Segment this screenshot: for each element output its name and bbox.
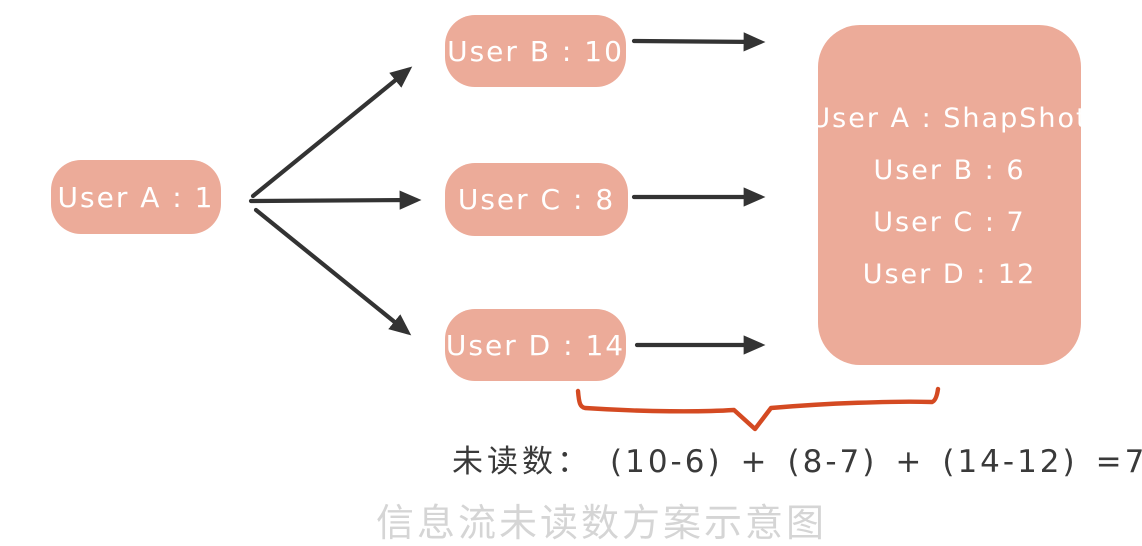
formula-plus-1: + (740, 444, 770, 480)
arrow-a-to-d-icon (253, 207, 412, 336)
arrow-a-to-c-icon (248, 190, 422, 210)
formula-result: =7 (1095, 444, 1142, 480)
node-user-a-label: User A : 1 (57, 180, 215, 214)
node-snapshot: User A : ShapShot User B : 6 User C : 7 … (810, 25, 1087, 365)
formula-term-3: (14-12) (942, 444, 1078, 480)
snapshot-line-user-b: User B : 6 (873, 155, 1026, 186)
formula-term-1: (10-6) (610, 444, 723, 480)
node-user-c: User C : 8 (445, 163, 628, 236)
node-user-c-label: User C : 8 (457, 183, 616, 216)
arrow-a-to-b-icon (250, 66, 413, 199)
arrow-b-to-snapshot-icon (631, 32, 766, 52)
node-user-b: User B : 10 (445, 15, 626, 87)
node-user-a: User A : 1 (51, 160, 221, 234)
formula-label: 未读数： (452, 444, 592, 480)
unread-range-brace-icon (575, 386, 941, 432)
diagram-caption: 信息流未读数方案示意图 (376, 501, 828, 545)
snapshot-line-user-c: User C : 7 (873, 207, 1026, 238)
node-user-d-label: User D : 14 (445, 328, 626, 362)
formula-plus-2: + (895, 444, 925, 480)
unread-formula: 未读数： (10-6) + (8-7) + (14-12) =7 (452, 436, 1142, 481)
node-user-b-label: User B : 10 (447, 34, 624, 68)
snapshot-line-user-a: User A : ShapShot (810, 103, 1089, 134)
formula-term-2: (8-7) (787, 444, 878, 480)
snapshot-line-user-d: User D : 12 (862, 259, 1037, 290)
node-user-d: User D : 14 (445, 309, 626, 381)
